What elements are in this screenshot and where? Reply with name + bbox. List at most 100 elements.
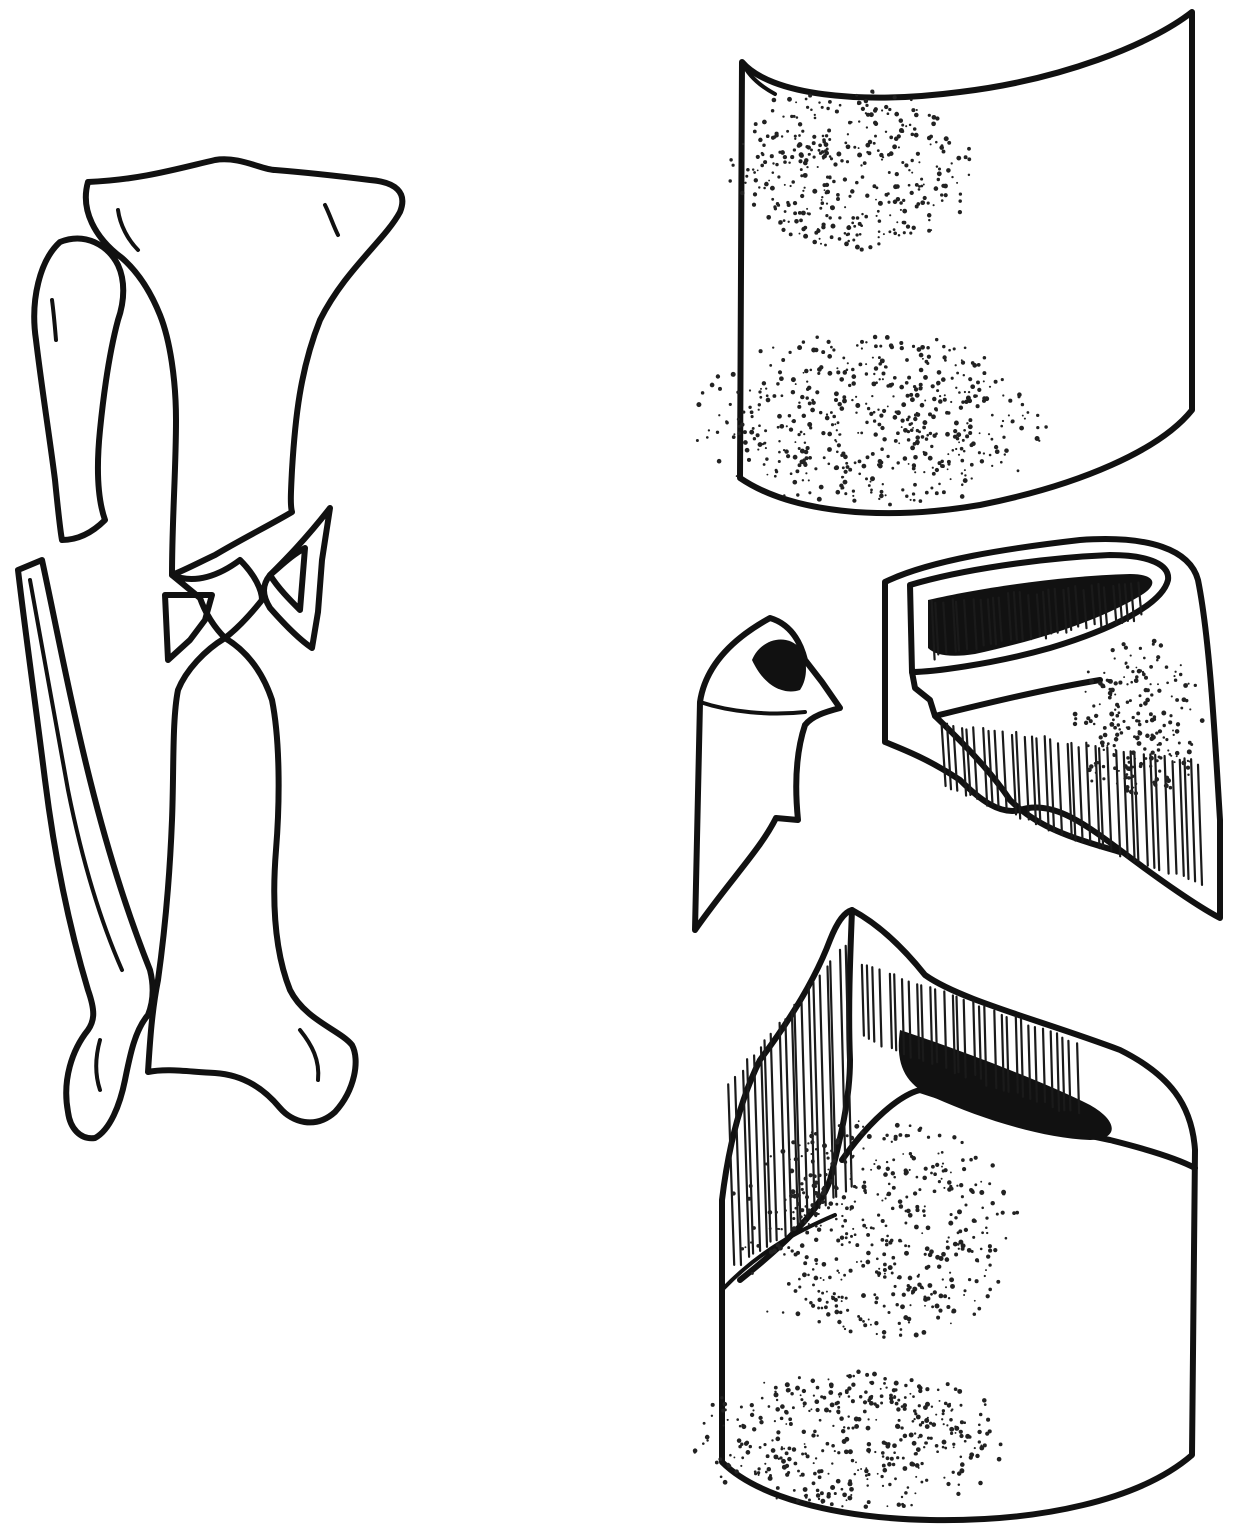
stipple-dot: [896, 1407, 900, 1411]
stipple-dot: [1139, 704, 1143, 708]
stipple-dot: [934, 407, 938, 411]
stipple-dot: [900, 1304, 905, 1309]
stipple-dot: [777, 1228, 779, 1230]
stipple-dot: [923, 1446, 925, 1448]
stipple-dot: [949, 1418, 953, 1422]
stipple-dot: [903, 1404, 906, 1407]
stipple-dot: [883, 1172, 888, 1177]
stipple-dot: [920, 185, 923, 188]
stipple-dot: [888, 1241, 892, 1245]
stipple-dot: [706, 436, 709, 439]
stipple-dot: [1165, 783, 1167, 785]
stipple-dot: [887, 201, 890, 204]
stipple-dot: [942, 1440, 947, 1445]
stipple-dot: [831, 224, 836, 229]
stipple-dot: [945, 1257, 950, 1262]
stipple-dot: [733, 1456, 735, 1458]
stipple-dot: [901, 161, 904, 164]
stipple-dot: [808, 94, 812, 98]
stipple-dot: [781, 1459, 786, 1464]
stipple-dot: [812, 1481, 816, 1485]
stipple-dot: [1105, 735, 1107, 737]
stipple-dot: [962, 1167, 966, 1171]
stipple-dot: [844, 232, 847, 235]
stipple-dot: [736, 1418, 739, 1421]
stipple-dot: [960, 1420, 964, 1424]
stipple-dot: [788, 161, 790, 163]
stipple-dot: [896, 431, 900, 435]
stipple-dot: [894, 439, 898, 443]
stipple-dot: [844, 242, 849, 247]
stipple-dot: [822, 155, 825, 158]
stipple-dot: [776, 1497, 778, 1499]
stipple-dot: [1161, 711, 1166, 716]
hatch-line: [872, 967, 874, 1041]
stipple-dot: [960, 447, 964, 451]
stipple-dot: [1129, 699, 1132, 702]
stipple-dot: [963, 1289, 966, 1292]
stipple-dot: [1087, 670, 1090, 673]
stipple-dot: [1136, 735, 1139, 738]
stipple-dot: [867, 407, 870, 410]
stipple-dot: [878, 230, 881, 233]
stipple-dot: [1153, 783, 1156, 786]
stipple-dot: [1180, 664, 1182, 666]
stipple-dot: [958, 454, 960, 456]
stipple-dot: [781, 228, 785, 232]
stipple-dot: [781, 1228, 783, 1230]
stipple-dot: [830, 1180, 834, 1184]
stipple-dot: [817, 1228, 821, 1232]
stipple-dot: [909, 1433, 914, 1438]
stipple-dot: [1108, 696, 1112, 700]
stipple-dot: [860, 164, 862, 166]
stipple-dot: [1176, 722, 1180, 726]
stipple-dot: [980, 1248, 983, 1251]
stipple-dot: [1174, 761, 1176, 763]
stipple-dot: [874, 432, 878, 436]
stipple-dot: [882, 372, 886, 376]
stipple-dot: [1173, 675, 1175, 677]
small-fragment-cavity[interactable]: [752, 639, 806, 691]
stipple-dot: [953, 1446, 955, 1448]
stipple-dot: [902, 221, 906, 225]
stipple-dot: [1131, 750, 1136, 755]
stipple-dot: [1172, 730, 1174, 732]
stipple-dot: [1099, 735, 1103, 739]
stipple-dot: [937, 370, 942, 375]
stipple-dot: [888, 230, 891, 233]
stipple-dot: [869, 1401, 874, 1406]
stipple-dot: [954, 421, 959, 426]
stipple-dot: [910, 98, 913, 101]
lower-shaft-medullary-canal[interactable]: [899, 1030, 1112, 1140]
left-bone-drawing: [18, 159, 402, 1138]
stipple-dot: [782, 115, 784, 117]
stipple-dot: [772, 98, 777, 103]
stipple-dot: [927, 213, 932, 218]
stipple-dot: [811, 1379, 816, 1384]
stipple-dot: [924, 1167, 928, 1171]
stipple-dot: [814, 1399, 819, 1404]
stipple-dot: [963, 478, 968, 483]
stipple-dot: [942, 1163, 944, 1165]
tibia-upper-crease-right: [325, 205, 338, 235]
stipple-dot: [766, 398, 771, 403]
stipple-dot: [802, 1272, 807, 1277]
stipple-dot: [821, 1449, 824, 1452]
stipple-dot: [893, 415, 898, 420]
stipple-dot: [856, 1370, 860, 1374]
stipple-dot: [1118, 681, 1122, 685]
stipple-dot: [968, 424, 973, 429]
stipple-dot: [771, 109, 775, 113]
stipple-dot: [836, 1479, 841, 1484]
stipple-dot: [971, 441, 976, 446]
stipple-dot: [1149, 665, 1153, 669]
stipple-dot: [841, 1488, 844, 1491]
stipple-dot: [979, 1190, 984, 1195]
stipple-dot: [827, 1492, 831, 1496]
stipple-dot: [835, 1257, 839, 1261]
stipple-dot: [828, 100, 832, 104]
stipple-dot: [1008, 414, 1010, 416]
stipple-dot: [978, 1423, 981, 1426]
stipple-dot: [940, 464, 944, 468]
stipple-dot: [865, 1474, 868, 1477]
